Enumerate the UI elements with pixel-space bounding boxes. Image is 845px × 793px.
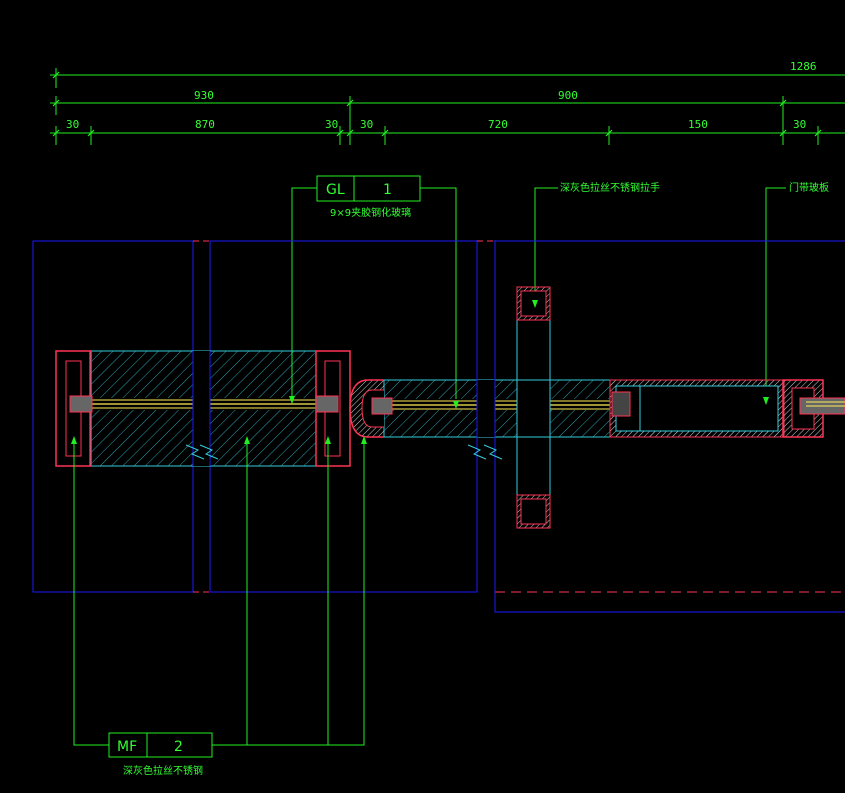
door-handle (516, 286, 551, 529)
dim-30-d: 30 (793, 118, 806, 131)
dim-overall: 1286 (790, 60, 817, 73)
dim-870: 870 (195, 118, 215, 131)
mf-tag: MF 2 深灰色拉丝不锈钢 (71, 300, 769, 777)
dim-930: 930 (194, 89, 214, 102)
fixed-panel-section (55, 350, 351, 467)
dim-150: 150 (688, 118, 708, 131)
dim-900: 900 (558, 89, 578, 102)
dim-30-c: 30 (360, 118, 373, 131)
gl-tag-number: 1 (383, 182, 392, 198)
door-panel-note-text: 门带玻板 (789, 181, 829, 194)
handle-note: 深灰色拉丝不锈钢拉手 (534, 181, 660, 308)
mf-tag-code: MF (117, 739, 137, 755)
gl-tag-code: GL (326, 182, 345, 198)
handle-note-text: 深灰色拉丝不锈钢拉手 (560, 181, 660, 194)
gl-tag-description: 9×9夹胶钢化玻璃 (330, 206, 411, 219)
mf-tag-description: 深灰色拉丝不锈钢 (123, 764, 203, 777)
sliding-door-section (349, 240, 845, 612)
door-panel-note: 门带玻板 (765, 181, 829, 405)
dim-30-b: 30 (325, 118, 338, 131)
dim-30-a: 30 (66, 118, 79, 131)
dim-720: 720 (488, 118, 508, 131)
gl-tag: GL 1 9×9夹胶钢化玻璃 (291, 175, 457, 407)
dimension-chain: 1286 930 900 30 870 30 30 720 150 30 (50, 60, 845, 145)
mf-tag-number: 2 (174, 739, 183, 755)
